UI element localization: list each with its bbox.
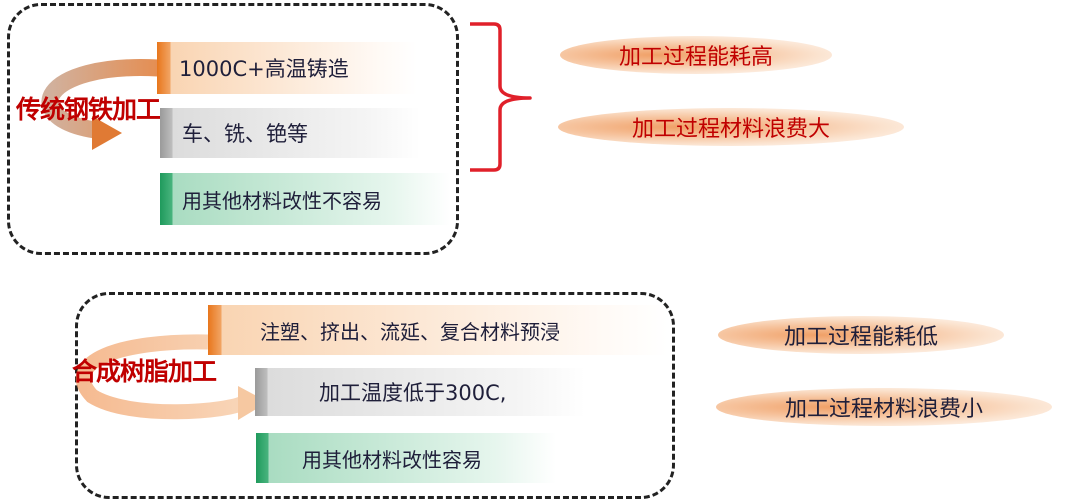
traditional-steel-heading: 传统钢铁加工 bbox=[16, 95, 161, 124]
top-step-label: 用其他材料改性不容易 bbox=[182, 188, 382, 213]
bottom-outcome-waste: 加工过程材料浪费小 bbox=[716, 388, 1052, 426]
bottom-step-forming: 注塑、挤出、流延、复合材料预浸 bbox=[208, 305, 668, 355]
top-outcome-waste: 加工过程材料浪费大 bbox=[558, 108, 904, 146]
outcome-label: 加工过程材料浪费小 bbox=[784, 397, 983, 422]
curly-bracket-icon bbox=[470, 22, 532, 172]
synthetic-resin-group-frame bbox=[75, 292, 675, 499]
top-step-label: 1000C+高温铸造 bbox=[179, 57, 349, 81]
synthetic-resin-heading: 合成树脂加工 bbox=[72, 357, 217, 386]
bottom-step-temperature: 加工温度低于300C, bbox=[255, 368, 585, 416]
bottom-step-label: 用其他材料改性容易 bbox=[302, 447, 482, 472]
bottom-step-label: 注塑、挤出、流延、复合材料预浸 bbox=[260, 319, 560, 344]
top-step-machining: 车、铣、铯等 bbox=[160, 108, 420, 158]
top-outcome-energy: 加工过程能耗高 bbox=[560, 36, 832, 74]
top-step-modification: 用其他材料改性不容易 bbox=[160, 173, 450, 225]
curved-arrow-icon bbox=[41, 59, 159, 150]
top-step-label: 车、铣、铯等 bbox=[182, 122, 308, 146]
traditional-steel-group-frame bbox=[7, 3, 459, 255]
curved-arrow-icon bbox=[75, 334, 268, 420]
top-step-casting: 1000C+高温铸造 bbox=[157, 42, 417, 94]
outcome-label: 加工过程能耗高 bbox=[618, 45, 773, 70]
bottom-step-modification: 用其他材料改性容易 bbox=[256, 433, 556, 483]
bottom-step-label: 加工温度低于300C, bbox=[319, 381, 507, 405]
bottom-outcome-energy: 加工过程能耗低 bbox=[718, 316, 1004, 354]
outcome-label: 加工过程材料浪费大 bbox=[631, 117, 830, 142]
outcome-label: 加工过程能耗低 bbox=[783, 325, 938, 350]
